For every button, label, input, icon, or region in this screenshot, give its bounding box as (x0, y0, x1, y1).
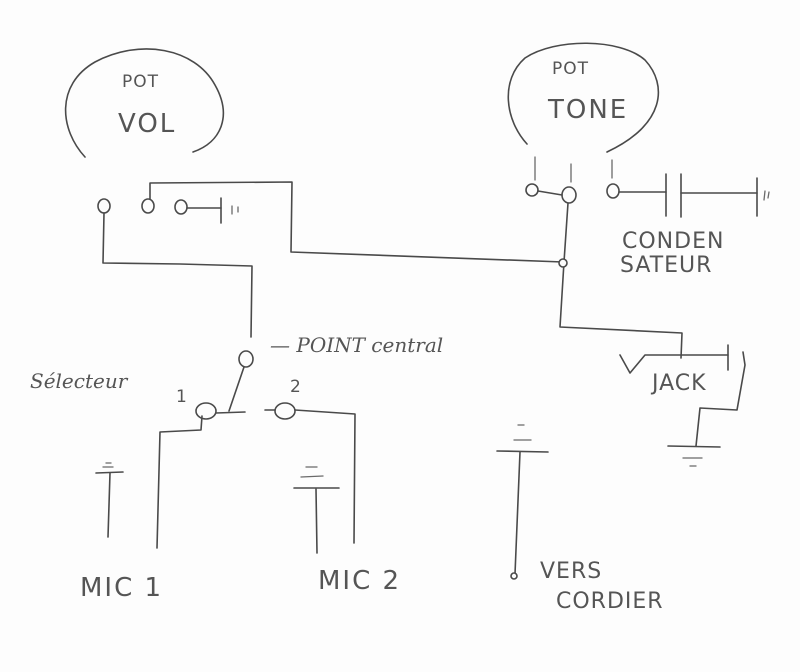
mic2-label: MIC 2 (318, 566, 401, 596)
pot-vol-lug-1 (97, 198, 111, 214)
cordier-label-line1: VERS (540, 559, 602, 584)
wire-vol-out (102, 212, 253, 338)
wire-mic1 (156, 415, 203, 549)
cordier-terminal (510, 572, 518, 580)
selector-pos2-lug (274, 402, 296, 420)
selector-center-lug (238, 350, 254, 368)
jack: JACK (619, 344, 746, 467)
mic1-label: MIC 1 (80, 573, 163, 603)
pot-vol-label-line1: POT (122, 72, 159, 92)
ground-icon (496, 450, 549, 453)
mic2: MIC 2 (293, 466, 401, 596)
condensateur-label-line1: CONDEN (622, 229, 724, 254)
pot-vol-label-line2: VOL (118, 109, 176, 139)
pot-tone-lug-2 (561, 186, 577, 204)
selector-pos2-label: 2 (290, 377, 302, 397)
junction-dot (558, 258, 568, 268)
pot-vol-lug-2 (141, 198, 155, 214)
pot-tone-outline (507, 42, 660, 153)
condensateur-label-line2: SATEUR (620, 253, 712, 278)
selecteur: Sélecteur — POINT central 1 2 (30, 333, 443, 420)
wire-tone-out (559, 202, 683, 359)
pot-vol-outline (64, 48, 225, 158)
pot-vol: POT VOL (64, 48, 239, 224)
pot-tone: POT TONE (507, 42, 660, 204)
cordier: VERS CORDIER (496, 424, 664, 614)
pot-tone-lug-1 (525, 183, 539, 197)
selector-pos1-lug (195, 402, 217, 420)
cordier-label-line2: CORDIER (556, 589, 664, 614)
pot-tone-label-line2: TONE (547, 95, 628, 125)
pot-tone-lug-3 (606, 183, 620, 199)
pot-vol-lug-3 (174, 199, 188, 215)
selector-pos1-label: 1 (176, 387, 188, 407)
jack-label: JACK (650, 371, 707, 396)
point-central-label: — POINT central (270, 333, 443, 357)
selecteur-label: Sélecteur (30, 369, 129, 393)
mic1: MIC 1 (80, 462, 163, 603)
pot-tone-label-line1: POT (552, 59, 589, 79)
condensateur: CONDEN SATEUR (618, 173, 770, 278)
wire-mic2 (294, 409, 356, 544)
wire-vol-top (149, 181, 564, 263)
ground-icon (667, 445, 721, 448)
